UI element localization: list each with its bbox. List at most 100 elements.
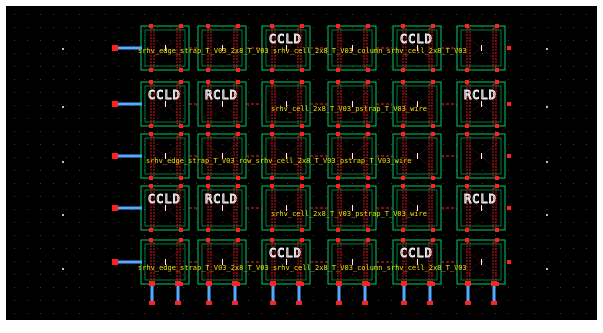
grid-dot xyxy=(170,79,171,80)
grid-dot xyxy=(53,313,54,314)
grid-dot xyxy=(352,300,353,301)
left-stub-wire xyxy=(114,102,142,106)
grid-dot xyxy=(391,287,392,288)
grid-dot xyxy=(66,66,67,67)
left-stub-wire xyxy=(114,46,142,50)
grid-dot xyxy=(170,14,171,15)
grid-dot xyxy=(222,92,223,93)
grid-dot xyxy=(430,196,431,197)
grid-dot xyxy=(508,313,509,314)
layout-drawing[interactable]: srhv_edge_strap_T_V03_2x8_T_V03 srhv_cel… xyxy=(6,6,597,320)
grid-dot xyxy=(417,92,418,93)
grid-dot xyxy=(118,274,119,275)
layout-cell xyxy=(456,24,506,72)
grid-dot xyxy=(66,183,67,184)
grid-dot xyxy=(456,300,457,301)
cell-inner-outline xyxy=(460,85,502,123)
grid-dot xyxy=(521,92,522,93)
grid-dot xyxy=(157,27,158,28)
grid-dot xyxy=(27,196,28,197)
layout-canvas[interactable]: srhv_edge_strap_T_V03_2x8_T_V03 srhv_cel… xyxy=(6,6,597,320)
grid-dot xyxy=(170,66,171,67)
grid-dot xyxy=(300,79,301,80)
grid-dot xyxy=(209,131,210,132)
grid-dot xyxy=(534,79,535,80)
grid-dot xyxy=(534,222,535,223)
grid-dot xyxy=(482,27,483,28)
cell-center-mark xyxy=(481,45,482,51)
grid-dot xyxy=(313,14,314,15)
grid-dot xyxy=(40,157,41,158)
grid-dot xyxy=(144,157,145,158)
grid-dot xyxy=(521,105,522,106)
grid-dot xyxy=(352,131,353,132)
grid-dot xyxy=(209,313,210,314)
grid-dot xyxy=(183,66,184,67)
grid-dot xyxy=(404,261,405,262)
grid-dot xyxy=(144,144,145,145)
cell-pin xyxy=(149,238,153,242)
grid-dot xyxy=(378,14,379,15)
cell-pin xyxy=(236,228,240,232)
grid-dot xyxy=(508,287,509,288)
grid-dot xyxy=(105,248,106,249)
grid-dot xyxy=(365,196,366,197)
grid-dot xyxy=(14,40,15,41)
cell-pin xyxy=(206,228,210,232)
grid-dot xyxy=(482,209,483,210)
grid-dot xyxy=(365,248,366,249)
cell-pin xyxy=(431,176,435,180)
grid-dot xyxy=(443,27,444,28)
cell-pin xyxy=(366,24,370,28)
grid-dot xyxy=(209,14,210,15)
grid-dot xyxy=(92,79,93,80)
cell-metal-stripe xyxy=(176,135,181,177)
grid-dot xyxy=(586,274,587,275)
grid-dot xyxy=(131,92,132,93)
grid-dot xyxy=(586,14,587,15)
grid-dot xyxy=(573,170,574,171)
cell-inner-outline xyxy=(331,85,373,123)
grid-dot xyxy=(66,105,67,106)
bottom-rail xyxy=(233,284,237,303)
grid-dot xyxy=(170,313,171,314)
cell-pin xyxy=(300,228,304,232)
grid-dot xyxy=(14,27,15,28)
grid-dot xyxy=(144,235,145,236)
cell-tag: CCLD xyxy=(148,192,181,206)
grid-dot xyxy=(118,53,119,54)
grid-dot xyxy=(92,248,93,249)
grid-dot xyxy=(118,66,119,67)
grid-dot xyxy=(443,157,444,158)
grid-dot xyxy=(495,170,496,171)
grid-dot xyxy=(235,274,236,275)
cell-inner-outline xyxy=(144,243,186,281)
grid-dot xyxy=(378,170,379,171)
grid-dot xyxy=(27,92,28,93)
grid-dot xyxy=(443,209,444,210)
grid-dot xyxy=(352,66,353,67)
grid-dot xyxy=(586,287,587,288)
grid-dot xyxy=(157,144,158,145)
grid-dot xyxy=(430,131,431,132)
cell-inner-outline xyxy=(144,137,186,175)
grid-dot xyxy=(222,183,223,184)
grid-dot xyxy=(391,248,392,249)
cell-pin xyxy=(236,132,240,136)
grid-dot xyxy=(391,27,392,28)
grid-dot xyxy=(508,300,509,301)
grid-dot xyxy=(157,300,158,301)
grid-dot xyxy=(482,14,483,15)
grid-marker xyxy=(546,161,548,163)
grid-dot xyxy=(352,235,353,236)
grid-dot xyxy=(105,14,106,15)
grid-dot xyxy=(131,118,132,119)
cell-pin xyxy=(149,176,153,180)
cell-pin xyxy=(366,238,370,242)
cell-pin xyxy=(336,184,340,188)
grid-dot xyxy=(495,209,496,210)
grid-dot xyxy=(482,92,483,93)
grid-dot xyxy=(365,274,366,275)
grid-dot xyxy=(53,196,54,197)
grid-dot xyxy=(144,118,145,119)
